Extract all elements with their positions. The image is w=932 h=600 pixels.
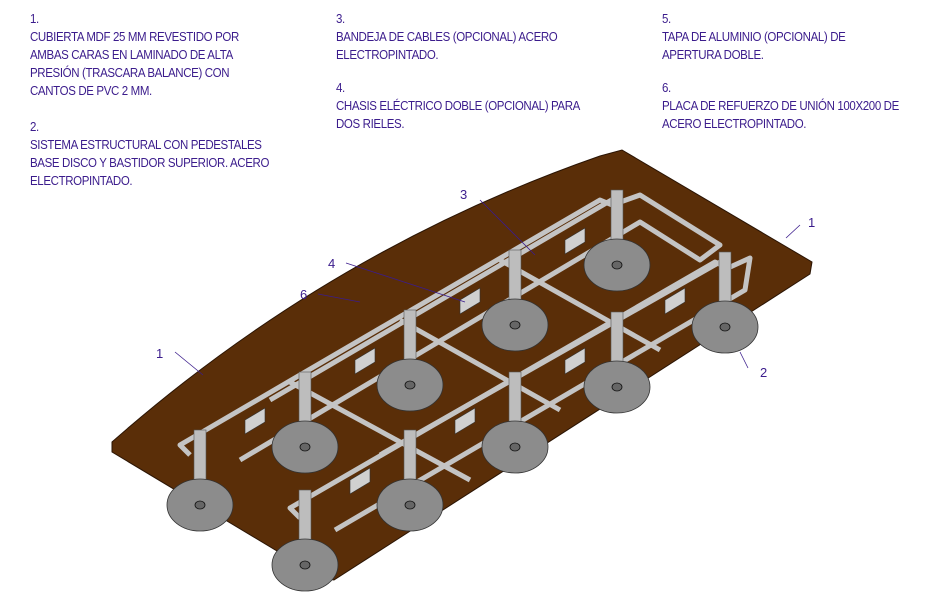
callouts [174,199,801,376]
callout-4: 4 [328,256,335,271]
callout-3: 3 [460,187,467,202]
callout-6: 6 [300,287,307,302]
electrical-chassis [349,467,371,495]
electrical-chassis [454,407,476,435]
frame-beam [398,317,562,413]
pedestal-bolt [404,500,416,510]
pedestal-bolt [299,442,311,452]
pedestal-bolt [611,382,623,392]
frame-beam [288,379,472,483]
callout-2: 2 [760,365,767,380]
note-text: PLACA DE REFUERZO DE UNIÓN 100X200 DE AC… [662,99,899,131]
electrical-chassis [459,287,481,315]
frame-beam [378,259,722,458]
note-2: 2. SISTEMA ESTRUCTURAL CON PEDESTALES BA… [30,118,269,190]
electrical-chassis [564,227,586,255]
note-number: 4. [336,81,345,95]
note-text: TAPA DE ALUMINIO (OPCIONAL) DE APERTURA … [662,30,846,62]
pedestal-bolt [509,442,521,452]
pedestal-bolt [194,500,206,510]
pedestal-bolt [404,380,416,390]
callout-1-left: 1 [156,346,163,361]
electrical-chassis [564,347,586,375]
callout-1-right: 1 [808,215,815,230]
frame-beam [268,192,622,403]
pedestal-bolt [611,260,623,270]
frame-beam [498,257,662,353]
pedestal-bolt [509,320,521,330]
note-text: SISTEMA ESTRUCTURAL CON PEDESTALES BASE … [30,138,270,188]
note-number: 6. [662,81,671,95]
note-text: CHASIS ELÉCTRICO DOBLE (OPCIONAL) PARA D… [336,99,580,131]
note-4: 4. CHASIS ELÉCTRICO DOBLE (OPCIONAL) PAR… [336,79,580,133]
note-6: 6. PLACA DE REFUERZO DE UNIÓN 100X200 DE… [662,79,899,133]
note-text: BANDEJA DE CABLES (OPCIONAL) ACERO ELECT… [336,30,558,62]
electrical-chassis [354,347,376,375]
note-number: 2. [30,120,39,134]
frame-beam [177,192,723,463]
note-5: 5. TAPA DE ALUMINIO (OPCIONAL) DE APERTU… [662,10,846,64]
electrical-chassis [664,287,686,315]
note-3: 3. BANDEJA DE CABLES (OPCIONAL) ACERO EL… [336,10,558,64]
electrical-chassis [244,407,266,435]
note-text: CUBIERTA MDF 25 MM REVESTIDO POR AMBAS C… [30,30,239,98]
pedestal-bolt [719,322,731,332]
note-number: 3. [336,12,345,26]
pedestal-bolt [299,560,311,570]
pedestals [166,189,759,592]
note-number: 5. [662,12,671,26]
note-number: 1. [30,12,39,26]
note-1: 1. CUBIERTA MDF 25 MM REVESTIDO POR AMBA… [30,10,239,100]
cable-trays [244,227,686,495]
